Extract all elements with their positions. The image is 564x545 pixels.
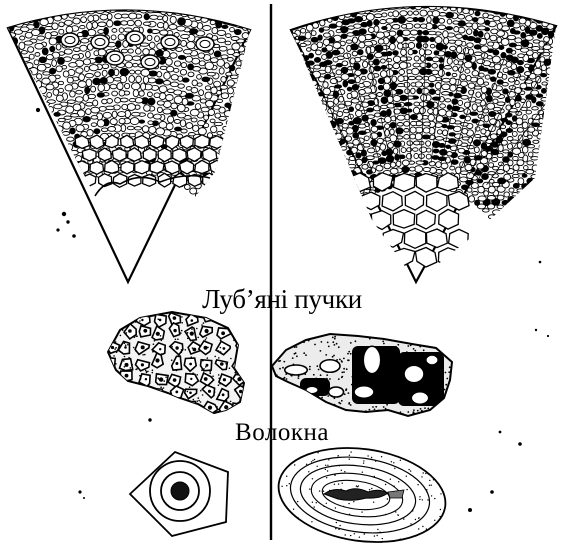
caption-fibers: Волокна bbox=[0, 419, 564, 447]
right-stem-sector bbox=[191, 0, 564, 282]
fiber-oval bbox=[272, 438, 451, 545]
caption-bast-bundles: Луб’яні пучки bbox=[0, 284, 564, 315]
left-stem-sector bbox=[0, 0, 332, 282]
bast-bundle-right bbox=[272, 331, 455, 418]
fiber-pentagon bbox=[130, 452, 228, 536]
bast-bundle-left bbox=[105, 310, 250, 417]
